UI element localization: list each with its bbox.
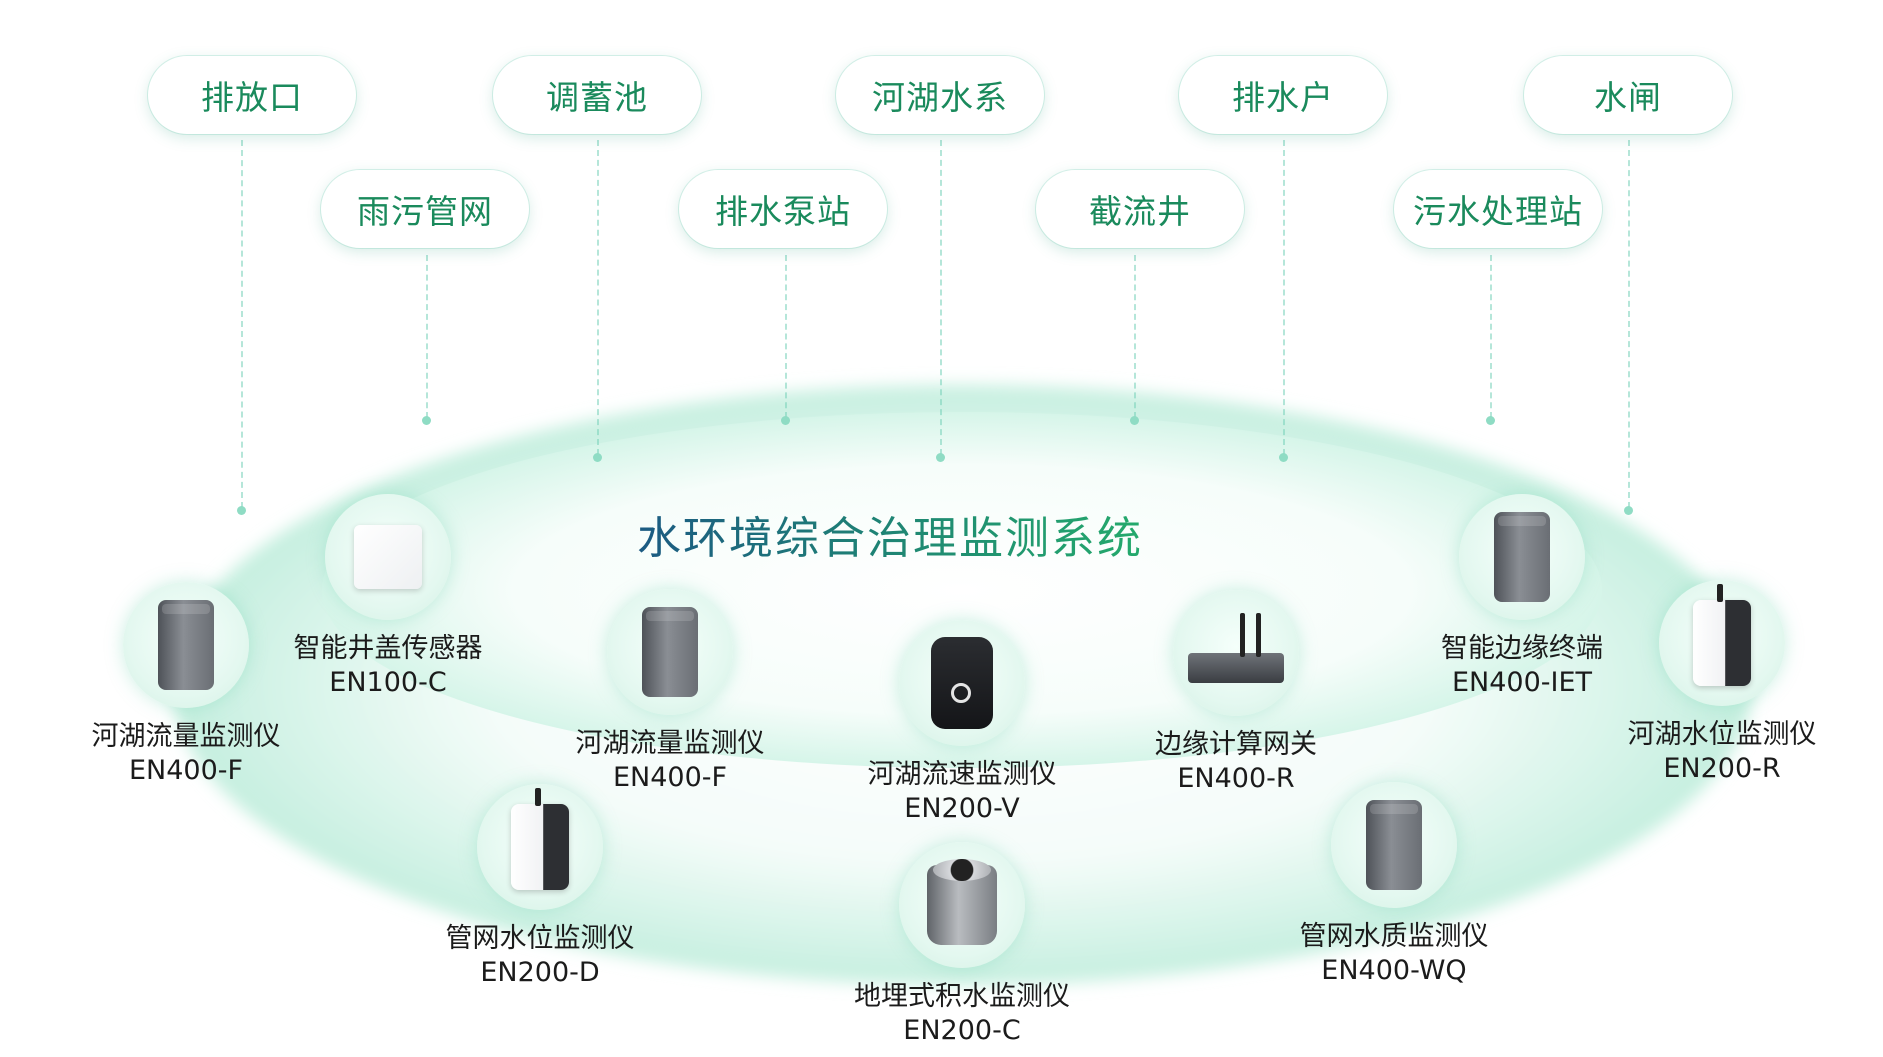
connector-dot <box>593 453 602 462</box>
white-square-sensor-icon <box>325 494 451 620</box>
device-model: EN100-C <box>329 667 447 698</box>
device-name: 地埋式积水监测仪 <box>854 981 1070 1012</box>
connector-line <box>597 140 599 455</box>
connector-dot <box>237 506 246 515</box>
device-model: EN200-R <box>1663 753 1781 784</box>
device-river-flow-meter-left: 河湖流量监测仪 EN400-F <box>56 582 316 788</box>
device-name: 河湖流速监测仪 <box>867 759 1057 790</box>
connector-line <box>1628 140 1630 508</box>
connector-dot <box>936 453 945 462</box>
scenario-pill-sluice-gate: 水闸 <box>1524 56 1732 134</box>
gray-box-icon <box>1459 494 1585 620</box>
device-river-level-meter: 河湖水位监测仪 EN200-R <box>1592 580 1852 786</box>
device-name: 管网水质监测仪 <box>1299 921 1489 952</box>
connector-dot <box>1130 416 1139 425</box>
dark-box-sensor-icon <box>899 620 1025 746</box>
connector-dot <box>422 416 431 425</box>
device-edge-gateway: 边缘计算网关 EN400-R <box>1106 590 1366 796</box>
gray-box-with-probe-icon <box>607 589 733 715</box>
connector-line <box>1490 255 1492 418</box>
connector-dot <box>1624 506 1633 515</box>
device-model: EN400-F <box>612 762 728 793</box>
device-model: EN200-D <box>480 957 600 988</box>
connector-dot <box>1279 453 1288 462</box>
scenario-pill-storage-tank: 调蓄池 <box>493 56 701 134</box>
device-name: 河湖流量监测仪 <box>575 728 765 759</box>
white-unit-antenna-icon <box>477 784 603 910</box>
router-gateway-icon <box>1173 590 1299 716</box>
device-pipe-quality-meter: 管网水质监测仪 EN400-WQ <box>1264 782 1524 988</box>
device-name: 河湖水位监测仪 <box>1627 719 1817 750</box>
scenario-pill-sewage-plant: 污水处理站 <box>1394 170 1602 248</box>
gray-box-with-probe-icon <box>123 582 249 708</box>
cylinder-sensor-icon <box>899 842 1025 968</box>
system-title: 水环境综合治理监测系统 <box>570 502 1210 566</box>
scenario-pill-sewer-network: 雨污管网 <box>321 170 529 248</box>
device-river-velocity-meter: 河湖流速监测仪 EN200-V <box>832 620 1092 826</box>
scenario-pill-interception-well: 截流井 <box>1036 170 1244 248</box>
device-model: EN400-IET <box>1451 667 1593 698</box>
device-name: 智能边缘终端 <box>1441 633 1603 664</box>
gray-box-with-probe-icon <box>1331 782 1457 908</box>
scenario-pill-river-system: 河湖水系 <box>836 56 1044 134</box>
scenario-pill-outfall: 排放口 <box>148 56 356 134</box>
device-pipe-level-meter: 管网水位监测仪 EN200-D <box>410 784 670 990</box>
device-buried-water-meter: 地埋式积水监测仪 EN200-C <box>832 842 1092 1048</box>
device-model: EN200-C <box>903 1015 1021 1046</box>
connector-line <box>1134 255 1136 418</box>
connector-line <box>940 140 942 455</box>
scenario-pill-drainage-user: 排水户 <box>1179 56 1387 134</box>
device-model: EN400-WQ <box>1321 955 1467 986</box>
device-name: 河湖流量监测仪 <box>91 721 281 752</box>
device-river-flow-meter-center: 河湖流量监测仪 EN400-F <box>540 589 800 795</box>
device-name: 边缘计算网关 <box>1155 729 1317 760</box>
device-name: 智能井盖传感器 <box>293 633 483 664</box>
device-model: EN400-R <box>1177 763 1295 794</box>
device-name: 管网水位监测仪 <box>445 923 635 954</box>
device-edge-terminal: 智能边缘终端 EN400-IET <box>1392 494 1652 700</box>
device-manhole-sensor: 智能井盖传感器 EN100-C <box>258 494 518 700</box>
device-model: EN400-F <box>128 755 244 786</box>
connector-line <box>426 255 428 418</box>
device-model: EN200-V <box>904 793 1020 824</box>
connector-line <box>785 255 787 418</box>
connector-line <box>1283 140 1285 455</box>
connector-dot <box>781 416 790 425</box>
scenario-pill-pump-station: 排水泵站 <box>679 170 887 248</box>
connector-dot <box>1486 416 1495 425</box>
connector-line <box>241 140 243 508</box>
white-unit-antenna-icon <box>1659 580 1785 706</box>
